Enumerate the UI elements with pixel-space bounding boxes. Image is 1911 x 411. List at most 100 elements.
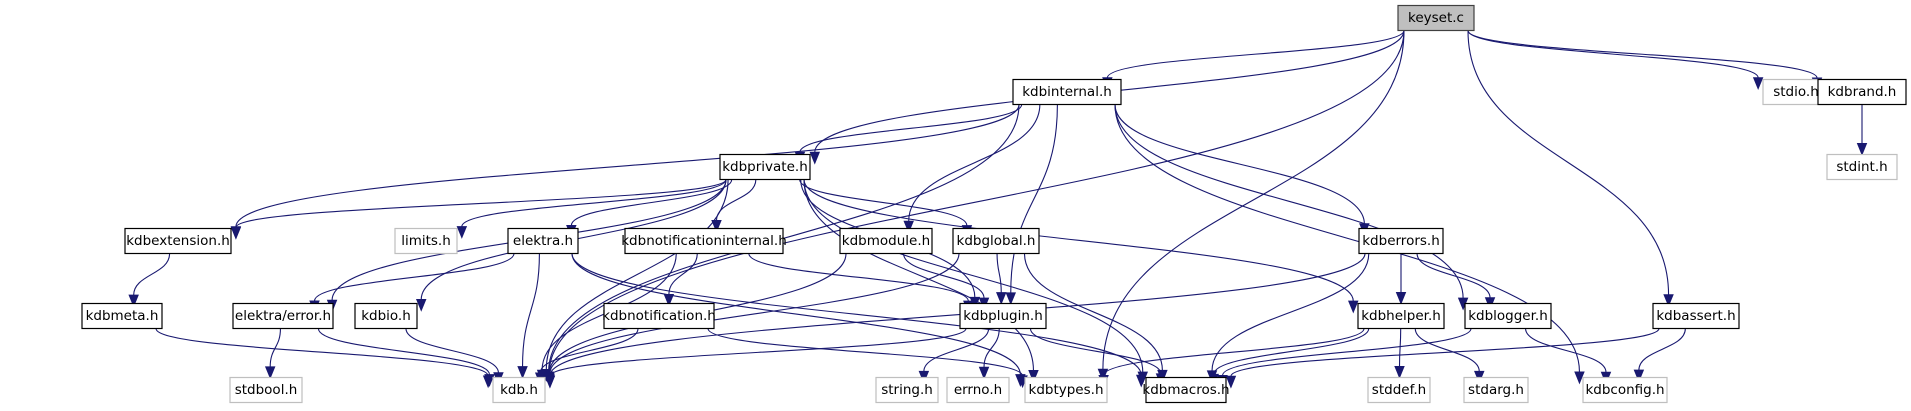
arrowhead-keyset_c-to-kdbprivate_h: [809, 151, 821, 165]
arrowhead-kdbinternal_h-to-kdbplugin_h: [1005, 292, 1017, 306]
edge-kdbmeta_h-to-kdb_h: [155, 328, 489, 377]
edge-kdbextension_h-to-kdbmeta_h: [133, 253, 171, 296]
arrowhead-kdbprivate_h-to-kdbhelper_h: [1348, 300, 1359, 314]
edge-kdbinternal_h-to-kdbmodule_h: [908, 104, 1041, 222]
node-kdblogger-h[interactable]: kdblogger.h: [1464, 302, 1552, 330]
node-label: kdbassert.h: [1656, 308, 1735, 324]
edge-kdbprivate_h-to-kdb_h: [545, 179, 729, 370]
node-label: kdb.h: [500, 382, 538, 398]
arrowhead-kdbplugin_h-to-errno_h: [978, 366, 990, 380]
arrowhead-elektra_error_h-to-kdb_h: [484, 374, 495, 387]
edge-kdbnotificationinternal_h-to-kdbnotification_h: [668, 253, 698, 295]
node-box: [507, 227, 579, 255]
edge-kdbglobal_h-to-kdb_h: [549, 253, 960, 375]
arrowhead-kdbassert_h-to-kdbmacros_h: [1225, 375, 1237, 389]
node-label: kdbtypes.h: [1029, 382, 1104, 398]
node-label: kdbmacros.h: [1142, 382, 1229, 398]
edge-kdbhelper_h-to-kdbmacros_h: [1213, 328, 1370, 375]
edge-kdbprivate_h-to-kdbmacros_h: [803, 179, 1144, 373]
node-box: [229, 376, 303, 404]
node-box: [719, 153, 811, 181]
edge-kdbprivate_h-to-kdbtypes_h: [803, 179, 1035, 371]
edge-kdbplugin_h-to-string_h: [923, 328, 990, 372]
node-box: [124, 227, 232, 255]
node-kdbhelper-h[interactable]: kdbhelper.h: [1357, 302, 1445, 330]
edge-kdberrors_h-to-kdbmacros_h: [1211, 253, 1370, 371]
node-limits-h: limits.h: [394, 227, 458, 255]
node-kdbglobal-h[interactable]: kdbglobal.h: [952, 227, 1040, 255]
node-kdbextension-h[interactable]: kdbextension.h: [124, 227, 232, 255]
edge-kdbplugin_h-to-kdbmacros_h: [1029, 328, 1162, 375]
node-kdbassert-h[interactable]: kdbassert.h: [1652, 302, 1740, 330]
arrowhead-kdbextension_h-to-kdbmeta_h: [128, 294, 139, 308]
edge-kdblogger_h-to-kdbconfig_h: [1525, 328, 1607, 373]
edge-kdbinternal_h-to-kdbextension_h: [235, 104, 1020, 227]
node-kdbprivate-h[interactable]: kdbprivate.h: [719, 153, 811, 181]
arrowhead-kdberrors_h-to-kdb_h: [544, 375, 556, 389]
node-label: kdblogger.h: [1468, 308, 1548, 324]
edge-kdberrors_h-to-kdblogger_h: [1416, 253, 1491, 298]
node-kdbplugin-h[interactable]: kdbplugin.h: [959, 302, 1047, 330]
edge-elektra_h-to-kdb_h: [521, 253, 540, 367]
node-label: kdbinternal.h: [1022, 84, 1112, 100]
node-label: kdbplugin.h: [963, 308, 1043, 324]
node-kdbmacros-h[interactable]: kdbmacros.h: [1142, 376, 1230, 404]
node-box: [1145, 376, 1227, 404]
node-stdint-h: stdint.h: [1826, 153, 1898, 181]
node-box: [1463, 376, 1529, 404]
arrowhead-keyset_c-to-stdio_h: [1752, 77, 1764, 91]
node-label: stdio.h: [1773, 84, 1819, 100]
node-box: [1367, 376, 1431, 404]
edge-keyset_c-to-kdb_h: [548, 30, 1405, 374]
edge-kdbplugin_h-to-errno_h: [983, 328, 1000, 368]
node-label: kdbrand.h: [1828, 84, 1897, 100]
node-elektra-h[interactable]: elektra.h: [507, 227, 579, 255]
arrowhead-kdbhelper_h-to-stdarg_h: [1474, 370, 1485, 384]
node-kdbio-h[interactable]: kdbio.h: [354, 302, 418, 330]
node-box: [1024, 376, 1108, 404]
node-label: stdarg.h: [1468, 382, 1524, 398]
edges-layer: [128, 30, 1868, 389]
node-kdbrand-h[interactable]: kdbrand.h: [1817, 78, 1907, 106]
edge-elektra_error_h-to-stdbool_h: [269, 328, 281, 367]
edge-kdbio_h-to-kdb_h: [405, 328, 499, 373]
arrowhead-kdberrors_h-to-kdbhelper_h: [1395, 291, 1407, 305]
node-box: [1582, 376, 1668, 404]
arrowhead-keyset_c-to-kdbassert_h: [1663, 294, 1674, 308]
edge-kdbassert_h-to-kdbconfig_h: [1638, 328, 1686, 371]
arrowhead-kdbassert_h-to-kdbconfig_h: [1633, 369, 1645, 383]
node-label: kdbglobal.h: [957, 233, 1036, 249]
node-label: kdbprivate.h: [722, 159, 808, 175]
edge-kdbmodule_h-to-kdbplugin_h: [903, 253, 985, 299]
edge-kdblogger_h-to-kdbmacros_h: [1222, 328, 1472, 376]
node-elektra-error-h[interactable]: elektra/error.h: [232, 302, 334, 330]
edge-elektra_h-to-kdbmacros_h: [571, 253, 1142, 376]
edge-kdbprivate_h-to-kdbnotificationinternal_h: [715, 179, 757, 221]
node-label: kdbconfig.h: [1585, 382, 1664, 398]
edge-kdbinternal_h-to-kdbprivate_h: [799, 104, 1023, 153]
node-label: kdbhelper.h: [1361, 308, 1441, 324]
node-box: [959, 302, 1047, 330]
edge-kdbnotificationinternal_h-to-kdbplugin_h: [748, 253, 969, 302]
node-kdbnotificationinternal-h[interactable]: kdbnotificationinternal.h: [621, 227, 787, 255]
edge-kdbprivate_h-to-kdbextension_h: [235, 179, 727, 228]
arrowhead-kdbrand_h-to-stdint_h: [1856, 142, 1868, 156]
node-label: kdbnotificationinternal.h: [621, 233, 787, 249]
edge-elektra_h-to-elektra_error_h: [313, 253, 515, 302]
arrowhead-kdbinternal_h-to-kdbconfig_h: [1574, 371, 1585, 385]
node-box: [1826, 153, 1898, 181]
arrowhead-kdbinternal_h-to-kdbmodule_h: [903, 220, 914, 234]
node-box: [1397, 4, 1475, 32]
node-kdberrors-h[interactable]: kdberrors.h: [1358, 227, 1444, 255]
edge-kdbprivate_h-to-kdbglobal_h: [799, 179, 968, 226]
node-keyset-c[interactable]: keyset.c: [1397, 4, 1475, 32]
node-kdbnotification-h[interactable]: kdbnotification.h: [602, 302, 716, 330]
node-kdbmodule-h[interactable]: kdbmodule.h: [839, 227, 933, 255]
arrowhead-kdbnotificationinternal_h-to-kdbnotification_h: [663, 293, 675, 307]
node-kdbinternal-h[interactable]: kdbinternal.h: [1012, 78, 1122, 106]
node-label: kdbio.h: [361, 308, 411, 324]
node-kdbmeta-h[interactable]: kdbmeta.h: [81, 302, 163, 330]
node-label: elektra/error.h: [235, 308, 331, 324]
edge-kdbassert_h-to-kdbmacros_h: [1230, 328, 1660, 377]
